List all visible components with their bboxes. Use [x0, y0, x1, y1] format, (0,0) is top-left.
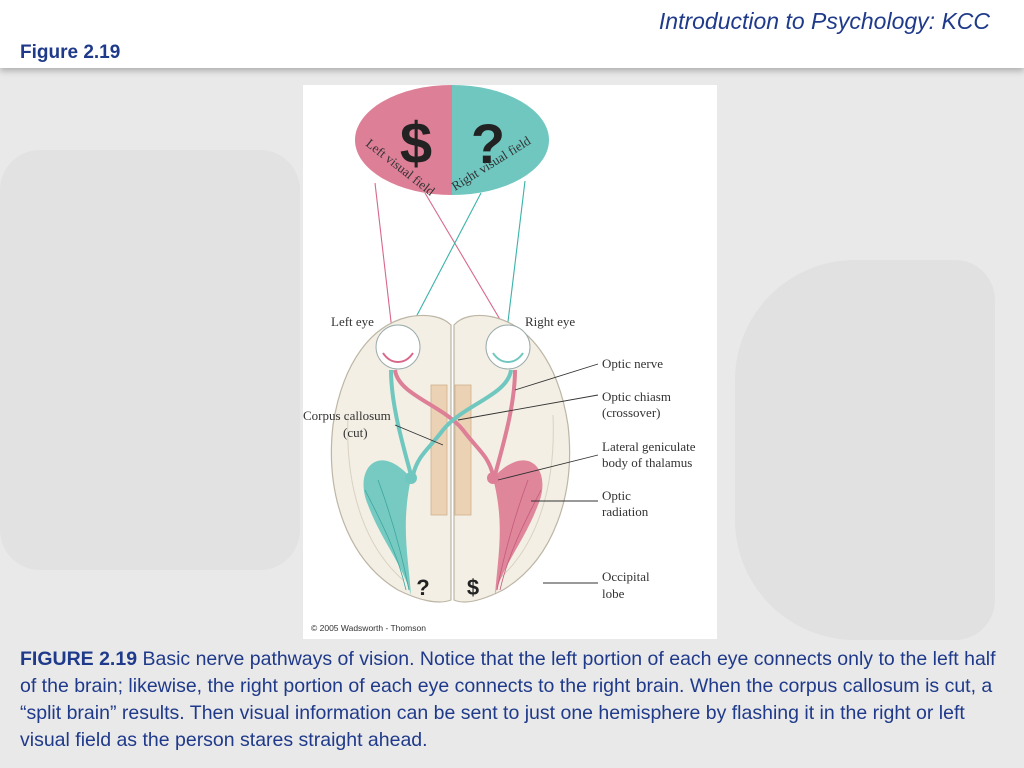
background-decoration — [0, 150, 300, 570]
right-eye — [485, 324, 531, 370]
left-lobe-symbol: ? — [416, 575, 429, 600]
figure-panel: $ ? Left visual field Right visual field — [303, 85, 717, 639]
caption-text: Basic nerve pathways of vision. Notice t… — [20, 648, 996, 751]
optic-nerve-label: Optic nerve — [602, 356, 663, 371]
brain — [330, 314, 571, 603]
figure-caption: FIGURE 2.19 Basic nerve pathways of visi… — [20, 646, 1005, 754]
corpus-callosum-sub: (cut) — [343, 425, 368, 440]
corpus-callosum-label: Corpus callosum — [303, 408, 391, 423]
lgn-label-2: body of thalamus — [602, 455, 692, 470]
caption-label: FIGURE 2.19 — [20, 648, 138, 670]
lgn-label-1: Lateral geniculate — [602, 439, 696, 454]
figure-label: Figure 2.19 — [20, 42, 121, 63]
left-eye — [375, 324, 421, 370]
optic-radiation-label-2: radiation — [602, 504, 649, 519]
course-title: Introduction to Psychology: KCC — [658, 8, 990, 34]
right-eye-label: Right eye — [525, 314, 575, 329]
optic-nerves — [389, 369, 517, 476]
occipital-label-1: Occipital — [602, 569, 650, 584]
left-optic-radiation — [363, 460, 417, 595]
leader-lines — [394, 363, 599, 584]
visual-pathway-diagram: $ ? Left visual field Right visual field — [303, 85, 696, 633]
background-decoration-right — [735, 260, 995, 640]
optic-chiasm-label: Optic chiasm — [602, 389, 671, 404]
left-field-symbol: $ — [400, 111, 432, 176]
optic-chiasm-sub: (crossover) — [602, 405, 660, 420]
optic-radiation-label-1: Optic — [602, 488, 631, 503]
right-lobe-symbol: $ — [467, 575, 479, 600]
copyright-text: © 2005 Wadsworth - Thomson — [311, 623, 426, 633]
right-field-symbol: ? — [471, 112, 505, 175]
header-bar — [0, 0, 1024, 68]
occipital-label-2: lobe — [602, 586, 625, 601]
left-eye-label: Left eye — [331, 314, 374, 329]
